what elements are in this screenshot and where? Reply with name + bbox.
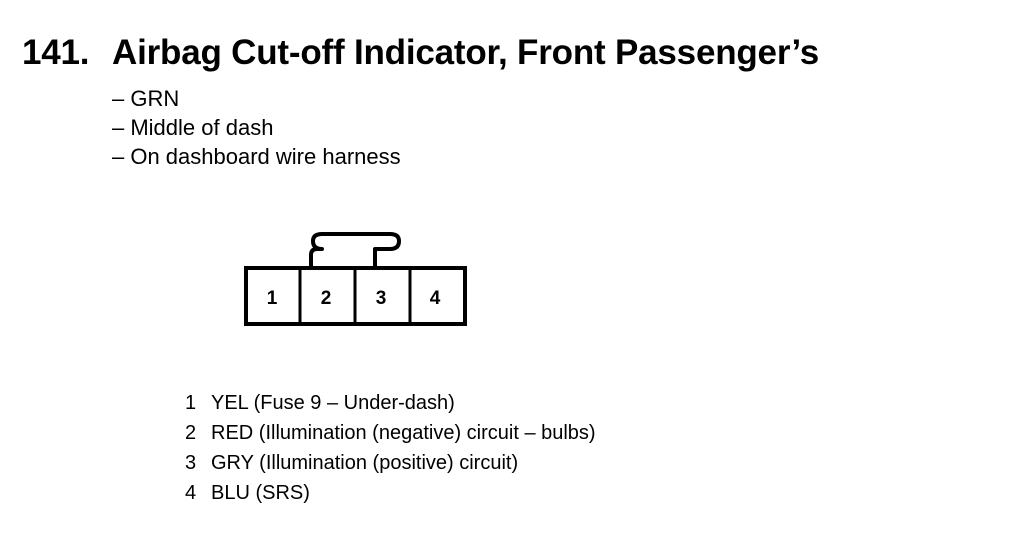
pin-number: 4: [185, 482, 197, 504]
connector-harness: – On dashboard wire harness: [112, 144, 401, 169]
connector-color: – GRN: [112, 86, 180, 111]
pin-description: GRY (Illumination (positive) circuit): [211, 452, 519, 474]
connector-lock-tab: [309, 232, 401, 268]
section-title: Airbag Cut-off Indicator, Front Passenge…: [112, 33, 820, 72]
connector-info-list: – GRN – Middle of dash – On dashboard wi…: [112, 84, 401, 171]
pin-description-row: 4 BLU (SRS): [185, 478, 596, 508]
pin-number: 2: [185, 422, 197, 444]
section-number: 141.: [22, 33, 90, 72]
pin-description-row: 2 RED (Illumination (negative) circuit – …: [185, 418, 596, 448]
pin-label-3: 3: [376, 288, 387, 309]
pin-description-row: 3 GRY (Illumination (positive) circuit): [185, 448, 596, 478]
connector-location: – Middle of dash: [112, 115, 274, 140]
connector-diagram: 1 2 3 4: [244, 232, 467, 326]
pin-description: BLU (SRS): [211, 482, 310, 504]
page-title: 141. Airbag Cut-off Indicator, Front Pass…: [22, 30, 819, 76]
pin-label-4: 4: [430, 288, 441, 309]
pin-description-list: 1 YEL (Fuse 9 – Under-dash) 2 RED (Illumin…: [185, 388, 596, 508]
pin-description-row: 1 YEL (Fuse 9 – Under-dash): [185, 388, 596, 418]
pin-number: 1: [185, 392, 197, 414]
pin-cavity-4: [408, 266, 467, 326]
pin-label-1: 1: [267, 288, 278, 309]
pin-description: YEL (Fuse 9 – Under-dash): [211, 392, 455, 414]
pin-number: 3: [185, 452, 197, 474]
pin-label-2: 2: [321, 288, 332, 309]
pin-description: RED (Illumination (negative) circuit – b…: [211, 422, 596, 444]
